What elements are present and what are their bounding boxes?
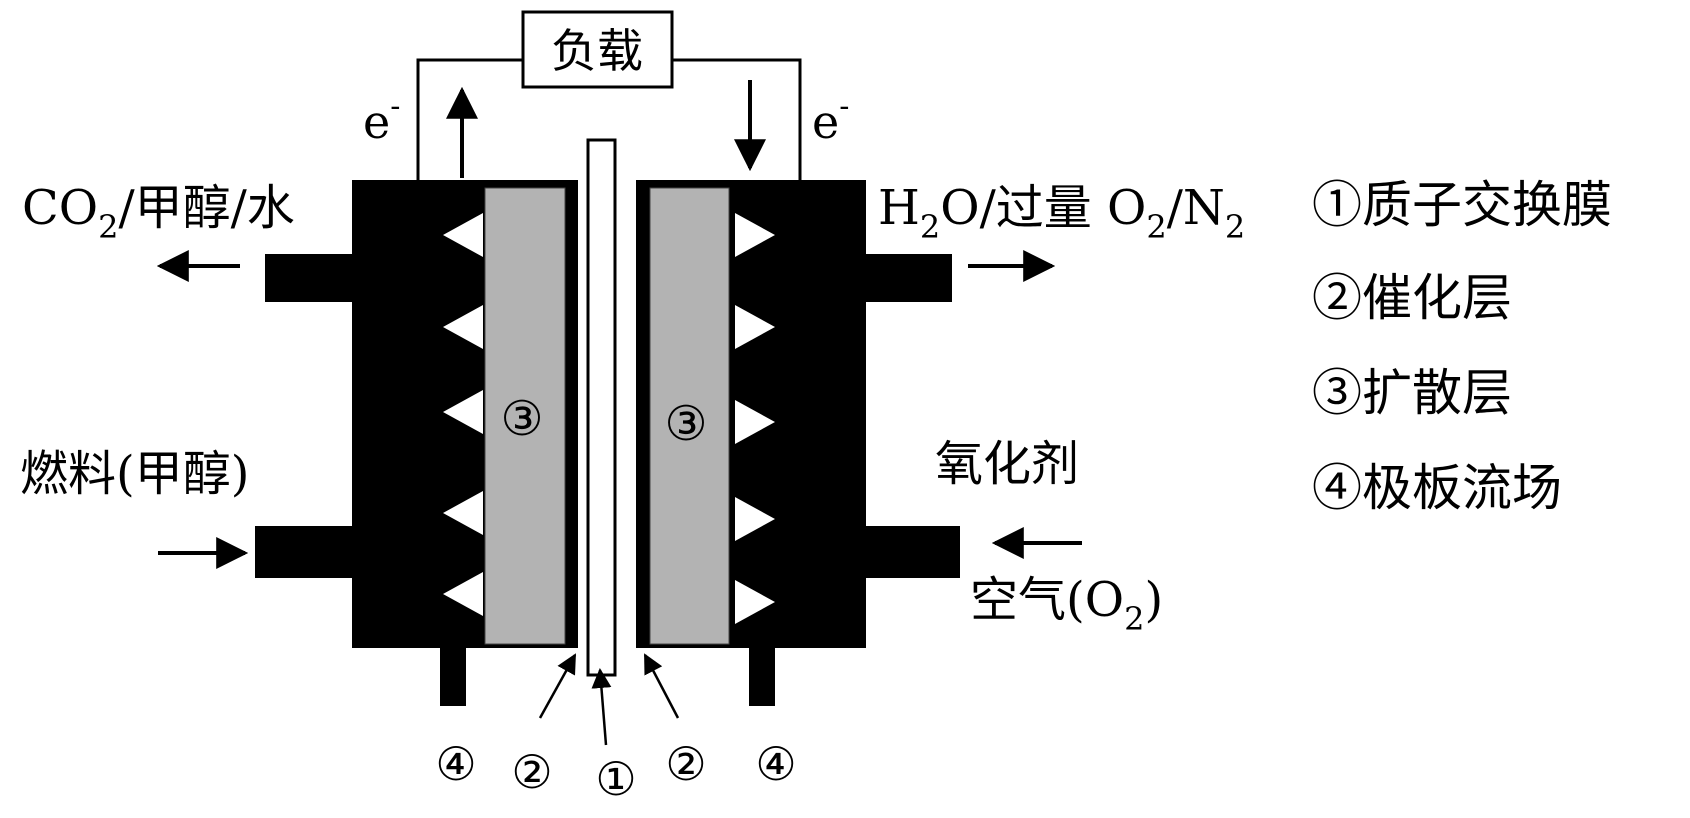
circuit-wire-left <box>416 58 523 180</box>
cathode-diffusion-layer <box>649 187 730 645</box>
legend-item: ④极板流场 <box>1312 459 1562 517</box>
anode-outlet-label: CO2/甲醇/水 <box>22 180 295 246</box>
legend: ①质子交换膜 ②催化层 ③扩散层 ④极板流场 <box>1312 176 1612 517</box>
diffusion-marker-right: ③ <box>664 396 707 452</box>
cathode-outlet-label: H2O/过量 O2/N2 <box>878 180 1245 246</box>
anode-diffusion-layer <box>484 187 566 645</box>
anode-flow-channels <box>443 213 483 616</box>
electron-label-right: e- <box>812 89 849 149</box>
flow-channel-marker <box>443 213 483 257</box>
flow-channel-marker <box>735 305 775 349</box>
fuel-inlet-label: 燃料(甲醇) <box>20 446 249 502</box>
flow-channel-marker <box>735 580 775 624</box>
flow-channel-marker <box>443 491 483 535</box>
pointer-membrane <box>591 668 612 746</box>
cathode-plate-leg <box>749 648 775 706</box>
electron-label-left: e- <box>363 89 400 149</box>
load-box <box>521 10 674 89</box>
circuit-wire-right <box>672 58 802 180</box>
anode-plate-leg <box>440 648 466 706</box>
pointer-catalyst-left <box>538 653 577 719</box>
legend-item: ③扩散层 <box>1312 364 1512 422</box>
flow-channel-marker <box>443 305 483 349</box>
cathode-flow-channels <box>735 213 775 624</box>
air-inlet-label: 空气(O2) <box>970 572 1163 638</box>
flow-channel-marker <box>735 497 775 541</box>
flow-channel-marker <box>443 572 483 616</box>
legend-item: ①质子交换膜 <box>1312 176 1612 234</box>
external-circuit: 负载 <box>416 10 802 180</box>
bottom-marker-membrane: ① <box>595 752 636 806</box>
pointer-catalyst-right <box>643 653 680 719</box>
flow-channel-marker <box>443 390 483 434</box>
diffusion-marker-left: ③ <box>500 391 543 447</box>
bottom-marker-catalyst-left: ② <box>511 745 552 799</box>
oxidant-label: 氧化剂 <box>935 436 1079 492</box>
flow-channel-marker <box>735 400 775 444</box>
bottom-marker-plate-left: ④ <box>435 737 476 791</box>
legend-item: ②催化层 <box>1312 269 1512 327</box>
bottom-marker-plate-right: ④ <box>755 737 796 791</box>
bottom-marker-catalyst-right: ② <box>665 737 706 791</box>
load-label: 负载 <box>551 24 643 78</box>
proton-exchange-membrane <box>586 138 617 677</box>
flow-channel-marker <box>735 213 775 257</box>
